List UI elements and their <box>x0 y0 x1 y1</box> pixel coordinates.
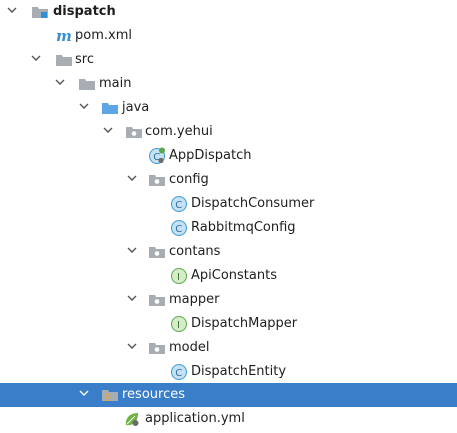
tree-row-java[interactable]: java <box>0 96 457 120</box>
tree-label: RabbitmqConfig <box>191 220 296 235</box>
tree-label: application.yml <box>145 411 245 426</box>
tree-row-contans[interactable]: contans <box>0 240 457 264</box>
class-icon: C <box>170 363 188 381</box>
package-icon <box>148 291 166 309</box>
tree-label: ApiConstants <box>191 268 277 283</box>
tree-row-resources[interactable]: resources <box>0 383 457 407</box>
svg-text:C: C <box>175 368 182 379</box>
svg-text:I: I <box>177 272 180 283</box>
folder-icon <box>55 51 73 69</box>
chevron-down-icon[interactable] <box>127 173 137 183</box>
svg-text:m: m <box>56 27 72 45</box>
spring-config-icon <box>123 410 141 428</box>
tree-label: contans <box>169 244 221 259</box>
tree-row-rabbitmqconfig[interactable]: C RabbitmqConfig <box>0 216 457 240</box>
tree-label: dispatch <box>53 4 116 19</box>
package-icon <box>148 339 166 357</box>
tree-label: main <box>99 76 132 91</box>
chevron-down-icon[interactable] <box>127 245 137 255</box>
tree-row-dispatchentity[interactable]: C DispatchEntity <box>0 360 457 384</box>
tree-label: DispatchConsumer <box>191 196 315 211</box>
chevron-down-icon[interactable] <box>103 125 113 135</box>
tree-label: pom.xml <box>75 28 132 43</box>
source-folder-icon <box>101 99 119 117</box>
svg-text:C: C <box>153 152 160 163</box>
tree-row-dispatch[interactable]: dispatch <box>0 0 457 24</box>
tree-row-applicationyml[interactable]: application.yml <box>0 407 457 431</box>
tree-row-pom[interactable]: m pom.xml <box>0 24 457 48</box>
spring-boot-class-icon: C <box>148 147 166 165</box>
svg-text:C: C <box>175 200 182 211</box>
tree-label: com.yehui <box>145 124 213 139</box>
chevron-down-icon[interactable] <box>127 293 137 303</box>
tree-label: resources <box>122 387 186 402</box>
folder-icon <box>78 75 96 93</box>
chevron-down-icon[interactable] <box>7 5 17 15</box>
tree-label: AppDispatch <box>169 148 252 163</box>
chevron-down-icon[interactable] <box>79 388 89 398</box>
svg-text:I: I <box>177 320 180 331</box>
tree-label: DispatchEntity <box>191 364 287 379</box>
tree-row-appdispatch[interactable]: C AppDispatch <box>0 144 457 168</box>
resources-folder-icon <box>101 386 119 404</box>
tree-row-src[interactable]: src <box>0 48 457 72</box>
chevron-down-icon[interactable] <box>31 53 41 63</box>
tree-label: src <box>75 52 94 67</box>
tree-row-mapper[interactable]: mapper <box>0 288 457 312</box>
chevron-down-icon[interactable] <box>127 341 137 351</box>
module-folder-icon <box>31 3 49 21</box>
svg-text:C: C <box>175 224 182 235</box>
tree-label: DispatchMapper <box>191 316 298 331</box>
maven-icon: m <box>55 27 73 45</box>
tree-row-model[interactable]: model <box>0 336 457 360</box>
tree-row-package[interactable]: com.yehui <box>0 120 457 144</box>
tree-label: mapper <box>169 292 220 307</box>
package-icon <box>148 171 166 189</box>
tree-label: java <box>122 100 150 115</box>
tree-label: config <box>169 172 209 187</box>
class-icon: C <box>170 195 188 213</box>
tree-row-main[interactable]: main <box>0 72 457 96</box>
tree-label: model <box>169 340 210 355</box>
package-icon <box>148 243 166 261</box>
interface-icon: I <box>170 315 188 333</box>
class-icon: C <box>170 219 188 237</box>
package-icon <box>125 123 143 141</box>
tree-row-apiconstants[interactable]: I ApiConstants <box>0 264 457 288</box>
chevron-down-icon[interactable] <box>79 101 89 111</box>
tree-row-dispatchconsumer[interactable]: C DispatchConsumer <box>0 192 457 216</box>
interface-icon: I <box>170 267 188 285</box>
tree-row-config[interactable]: config <box>0 168 457 192</box>
chevron-down-icon[interactable] <box>55 77 65 87</box>
tree-row-dispatchmapper[interactable]: I DispatchMapper <box>0 312 457 336</box>
